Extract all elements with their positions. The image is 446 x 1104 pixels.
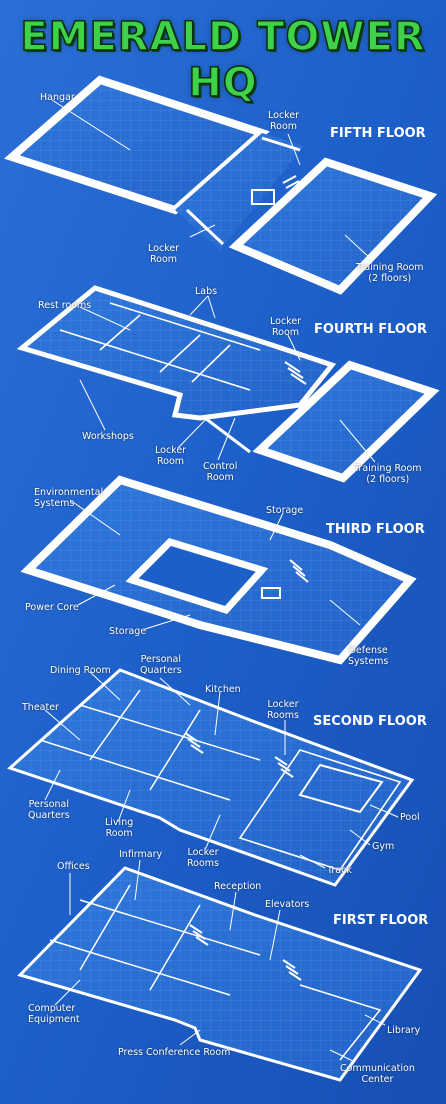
label-line: Locker <box>187 847 219 858</box>
label-workshops: Workshops <box>82 431 134 442</box>
label-line: Living <box>105 817 134 828</box>
label-line: Computer <box>28 1003 76 1014</box>
label-line: Rooms <box>187 858 220 869</box>
floor-1-plan <box>17 866 423 1082</box>
label-line: Locker <box>270 316 302 327</box>
label-line: Training Room <box>354 463 422 474</box>
label-training-room-5: Training Room (2 floors) <box>356 262 424 284</box>
label-storage-bottom: Storage <box>109 626 147 637</box>
label-line: Room <box>157 456 185 467</box>
label-track: Track <box>327 865 352 876</box>
label-line: Quarters <box>140 665 182 676</box>
label-line: Room <box>150 254 178 265</box>
label-labs: Labs <box>195 286 218 297</box>
label-personal-quarters-top: Personal Quarters <box>140 654 182 676</box>
label-line: Systems <box>34 498 75 509</box>
label-offices: Offices <box>57 861 90 872</box>
label-line: Personal <box>140 654 182 665</box>
label-locker-room-4-top: Locker Room <box>270 316 301 338</box>
floor-title-second: SECOND FLOOR <box>313 714 427 729</box>
label-gym: Gym <box>372 841 395 852</box>
label-line: Personal <box>28 799 70 810</box>
label-infirmary: Infirmary <box>119 849 163 860</box>
stairs-5 <box>251 189 275 205</box>
label-computer-equipment: Computer Equipment <box>28 1003 80 1025</box>
label-locker-rooms-2-bottom: Locker Rooms <box>187 847 219 869</box>
label-line: Room <box>270 121 298 132</box>
floor-title-fourth: FOURTH FLOOR <box>314 322 428 337</box>
label-training-room-4: Training Room (2 floors) <box>354 463 422 485</box>
label-power-core: Power Core <box>25 602 79 613</box>
label-environmental-systems: Environmental Systems <box>34 487 103 509</box>
label-line: (2 floors) <box>366 474 410 485</box>
label-line: Systems <box>348 656 389 667</box>
label-line: Locker <box>268 110 300 121</box>
label-line: Room <box>206 472 234 483</box>
label-communication-center: Communication Center <box>340 1063 415 1085</box>
label-hangar: Hangar <box>40 92 75 103</box>
label-line: Rooms <box>267 710 300 721</box>
floor-3-plan <box>20 475 417 665</box>
label-line: Communication <box>340 1063 415 1074</box>
floor-title-third: THIRD FLOOR <box>326 522 425 537</box>
label-dining-room: Dining Room <box>50 665 111 676</box>
label-line: Quarters <box>28 810 70 821</box>
label-personal-quarters-bottom: Personal Quarters <box>28 799 70 821</box>
label-locker-rooms-2-top: Locker Rooms <box>267 699 299 721</box>
label-pool: Pool <box>400 812 420 823</box>
label-elevators: Elevators <box>265 899 310 910</box>
label-line: (2 floors) <box>368 273 412 284</box>
label-press-conference-room: Press Conference Room <box>118 1047 231 1058</box>
label-line: Locker <box>148 243 180 254</box>
label-living-room: Living Room <box>105 817 133 839</box>
label-locker-room-5-top: Locker Room <box>268 110 299 132</box>
floor-4-plan <box>16 285 440 483</box>
label-line: Room <box>272 327 300 338</box>
label-rest-rooms: Rest rooms <box>38 300 92 311</box>
label-defense-systems: Defense Systems <box>348 645 388 667</box>
label-kitchen: Kitchen <box>205 684 241 695</box>
leader-lines <box>44 99 399 1063</box>
poster-title: EMERALD TOWER HQ <box>20 13 426 107</box>
label-line: Training Room <box>356 262 424 273</box>
label-line: Center <box>361 1074 394 1085</box>
inner-court-3 <box>125 538 269 615</box>
label-line: Control <box>203 461 238 472</box>
label-line: Locker <box>267 699 299 710</box>
label-line: Room <box>105 828 133 839</box>
floor-5-plan <box>4 75 438 295</box>
label-reception: Reception <box>214 881 262 892</box>
label-library: Library <box>387 1025 421 1036</box>
floor-title-fifth: FIFTH FLOOR <box>330 126 426 141</box>
label-theater: Theater <box>22 702 59 713</box>
floor-title-first: FIRST FLOOR <box>333 913 429 928</box>
floor-2-plan <box>7 668 415 887</box>
track-2 <box>238 749 402 871</box>
label-line: Environmental <box>34 487 104 498</box>
label-locker-room-5-bottom: Locker Room <box>148 243 179 265</box>
label-line: Defense <box>348 645 388 656</box>
label-storage-top: Storage <box>266 505 304 516</box>
label-control-room: Control Room <box>203 461 237 483</box>
label-line: Equipment <box>28 1014 80 1025</box>
label-locker-room-4-bottom: Locker Room <box>155 445 186 467</box>
pool-2 <box>298 763 384 814</box>
label-line: Locker <box>155 445 187 456</box>
